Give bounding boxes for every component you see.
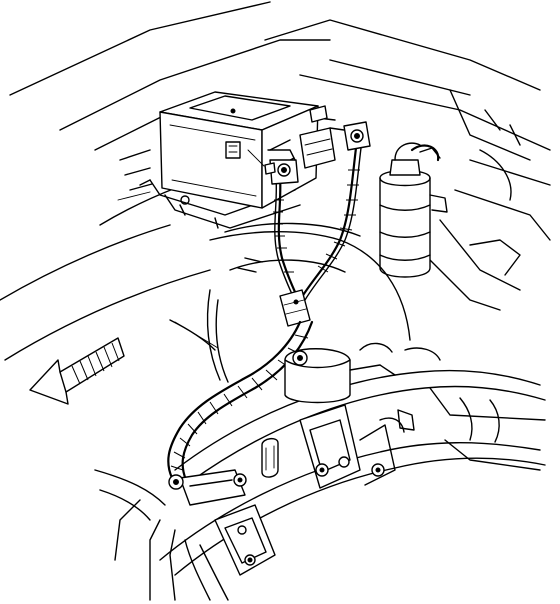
harness-connector: [279, 289, 311, 327]
arrow-front-icon: [29, 337, 125, 405]
wiring-harness: [167, 320, 314, 482]
vacuum-canister: [379, 142, 448, 278]
battery: [159, 91, 319, 209]
junction-block: [299, 105, 336, 169]
rail-slot: [261, 438, 279, 478]
negative-cable-terminal: [267, 149, 299, 185]
ground-strap: [168, 469, 247, 506]
fender-panel: [0, 1, 331, 361]
wheel-well: [169, 222, 411, 383]
lower-bracket: [214, 504, 276, 576]
engine-mount: [284, 342, 441, 404]
callout-leader-line: [174, 321, 219, 349]
cowl-panel: [264, 19, 551, 311]
side-terminal-bolt: [247, 149, 276, 175]
positive-cable-terminal: [317, 117, 371, 151]
mount-bracket: [299, 404, 415, 489]
